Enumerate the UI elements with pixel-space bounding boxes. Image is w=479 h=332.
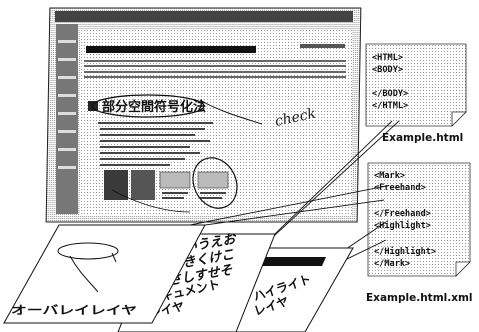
xml-line: <Mark> [374, 171, 405, 181]
screenshot-heading: 部分空間符号化法 [102, 99, 206, 115]
html-line: <BODY> [372, 65, 403, 75]
thumbnail [131, 170, 155, 200]
browser-screenshot: 部分空間符号化法 check [45, 7, 362, 223]
overlay-layer-sheet: オーバレイレイヤ [3, 224, 206, 324]
html-line: </HTML> [372, 101, 408, 111]
html-line: </BODY> [372, 89, 408, 99]
xml-line: </Mark> [374, 259, 410, 269]
xml-file-caption: Example.html.xml [366, 292, 473, 304]
xml-line: <Freehand> [374, 183, 426, 193]
xml-line: </Freehand> [374, 209, 431, 219]
window-title-bar [55, 11, 353, 22]
overlay-to-freehand-connector [154, 185, 387, 233]
html-file-caption: Example.html [382, 132, 463, 144]
thumbnail [159, 171, 191, 189]
xml-line: </Highlight> [374, 246, 436, 257]
thumbnail [104, 170, 128, 200]
xml-file-card: <Mark> <Freehand> </Freehand> <Highlight… [367, 162, 471, 277]
overlay-layer-label: オーバレイレイヤ [11, 303, 137, 317]
header-bar [86, 46, 256, 53]
html-file-card: <HTML> <BODY> </BODY> </HTML> [365, 43, 467, 127]
xml-line: <Highlight> [374, 220, 431, 231]
html-line: <HTML> [372, 53, 403, 63]
left-nav-strip [56, 24, 78, 214]
thumbnail [197, 171, 229, 189]
